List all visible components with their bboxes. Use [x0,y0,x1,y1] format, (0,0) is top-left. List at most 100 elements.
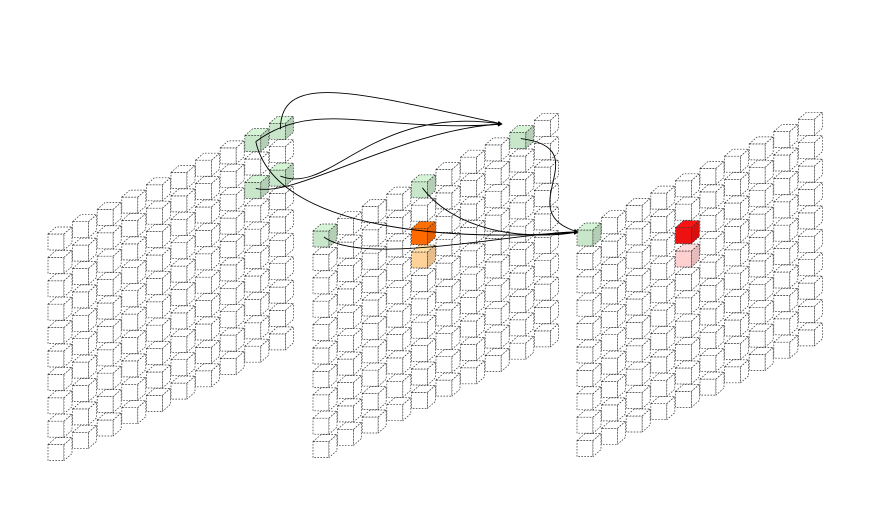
right-cube [748,230,774,254]
middle-cube [312,340,338,365]
left-cube [195,363,220,388]
middle-cube [361,199,387,223]
left-cube [96,319,122,343]
right-cube [601,350,626,375]
right-cube [798,158,823,183]
left-cube [170,328,196,353]
middle-cube [386,256,412,281]
left-cube [72,261,97,285]
middle-cube [435,185,461,210]
left-cube [121,400,147,425]
left-cube [219,187,245,212]
left-cube [121,330,147,354]
right-cube [699,348,725,373]
middle-cube [312,364,338,388]
left-cube-green [244,128,270,152]
left-cube [121,213,147,237]
left-cube [47,226,73,251]
middle-cube [435,279,461,303]
middle-cube [534,276,559,301]
middle-cube [337,421,362,446]
left-cube [121,376,147,401]
middle-cube [435,302,461,327]
arrow-left-g4-to-hub-top [255,121,503,190]
right-cube [576,246,602,270]
middle-cube [534,159,559,184]
right-cube [625,268,651,292]
middle-cube [460,173,485,197]
middle-cube [509,148,535,173]
left-cube [47,250,73,274]
right-cube [699,371,725,396]
right-cube [773,311,799,336]
right-cube [773,334,799,359]
right-cube [625,291,651,316]
left-cube [146,224,171,248]
middle-cube [435,162,461,186]
right-cube [601,233,626,258]
left-cube [72,424,97,449]
middle-cube [337,258,362,282]
left-cube [170,235,196,260]
left-cube [269,139,294,164]
left-cube [170,165,196,189]
right-cube [601,257,626,281]
right-cube [650,232,676,257]
middle-cube [460,337,485,361]
middle-cube [312,293,338,318]
middle-cube [411,385,436,409]
right-cube [675,173,700,198]
middle-cube-green [509,125,535,149]
left-cube [219,351,245,375]
left-cube [146,388,171,412]
right-cube [748,136,774,161]
connection-arrows [255,92,579,250]
right-cube [798,205,823,230]
left-cube [146,247,171,272]
middle-cube [484,160,510,185]
middle-cube [534,253,559,278]
middle-cube [509,195,535,220]
left-cube [121,236,147,261]
middle-cube [435,349,461,374]
right-cube [798,228,823,253]
middle-cube [361,409,387,434]
middle-cube [361,316,387,340]
right-cube [576,433,602,457]
right-cube [576,409,602,434]
left-cube [170,211,196,236]
right-cube [650,255,676,280]
right-cube [748,347,774,371]
right-cube [748,253,774,278]
left-cube-green [269,162,294,187]
middle-cube [337,351,362,376]
middle-cube [534,323,559,348]
right-cube [675,290,700,315]
right-cube [675,196,700,221]
left-cube [72,307,97,332]
right-cube [798,275,823,300]
right-grid [576,111,823,457]
left-cube [146,341,171,365]
right-cube [625,338,651,363]
middle-cube [484,324,510,349]
right-cube [601,374,626,398]
middle-cube [509,265,535,290]
right-cube [798,111,823,136]
middle-cube [337,375,362,399]
right-cube [699,278,725,302]
middle-cube [484,301,510,326]
middle-cube-orange [411,221,436,245]
left-cube [47,413,73,438]
middle-cube [361,386,387,410]
right-cube [724,195,749,220]
left-cube [170,305,196,330]
left-cube [72,284,97,309]
middle-cube [337,281,362,306]
right-cube [650,349,676,374]
right-cube [773,264,799,289]
left-cube [146,200,171,225]
left-cube [195,199,220,224]
right-cube [748,183,774,208]
